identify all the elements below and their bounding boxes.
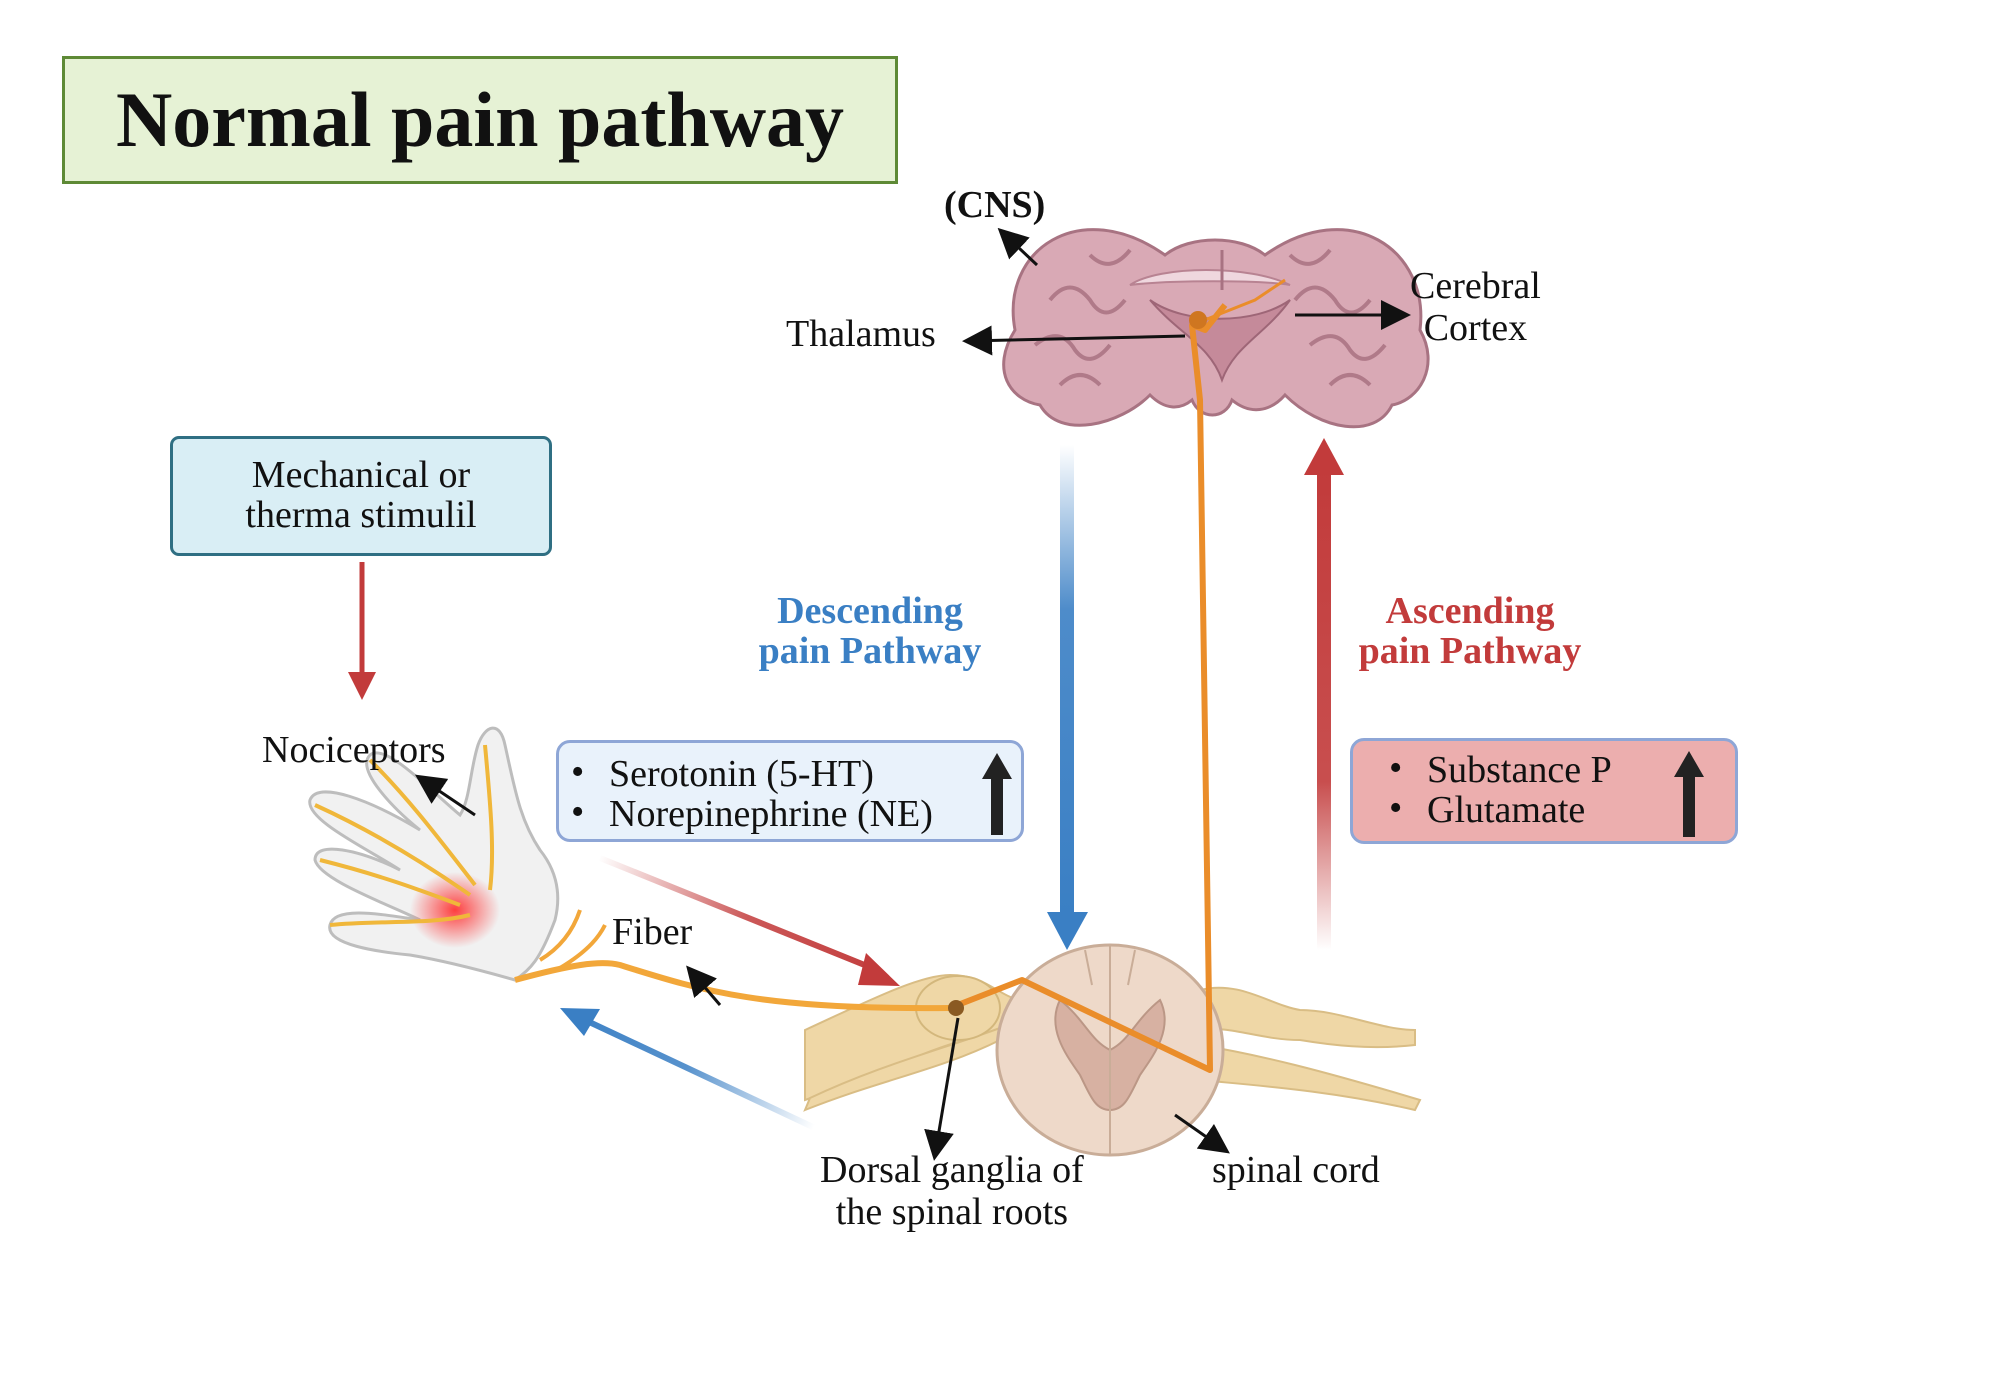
- descending-heading: Descending pain Pathway: [740, 590, 1000, 672]
- descending-heading-line1: Descending: [777, 590, 963, 632]
- hand-illustration: [308, 726, 560, 982]
- fiber-label: Fiber: [612, 911, 693, 953]
- up-arrow-icon: [1674, 751, 1704, 837]
- stimulus-line1: Mechanical or: [251, 454, 471, 497]
- dorsal-ganglia-label: Dorsal ganglia of the spinal roots: [820, 1149, 1084, 1234]
- neurotransmitter-item: Substance P: [1383, 749, 1735, 791]
- nerve-fiber-pathway: [514, 278, 1286, 1073]
- descending-to-cord-arrow: [598, 855, 900, 986]
- neurotransmitter-item: Glutamate: [1383, 789, 1735, 831]
- pointer-arrows: [415, 227, 1411, 1161]
- descending-heading-line2: pain Pathway: [758, 629, 982, 672]
- spinal-cord-illustration: [803, 943, 1422, 1157]
- ascending-neurotransmitters-box: Substance P Glutamate: [1350, 738, 1738, 844]
- descending-neurotransmitters-box: Serotonin (5-HT) Norepinephrine (NE): [556, 740, 1024, 842]
- spinal-cord-label: spinal cord: [1212, 1149, 1380, 1191]
- dorsal-ganglia-line2: the spinal roots: [835, 1190, 1068, 1233]
- ascending-pathway-arrow: [1304, 438, 1344, 950]
- ascending-heading-line1: Ascending: [1385, 590, 1555, 632]
- dorsal-ganglia-line1: Dorsal ganglia of: [820, 1149, 1084, 1191]
- descending-pathway-arrow: [1047, 445, 1088, 950]
- nociceptors-label: Nociceptors: [262, 729, 446, 771]
- title-box: Normal pain pathway: [62, 56, 898, 184]
- neurotransmitter-item: Serotonin (5-HT): [565, 753, 1021, 795]
- up-arrow-icon: [982, 753, 1012, 835]
- efferent-to-hand-arrow: [560, 1008, 817, 1131]
- stimulus-line2: therma stimulil: [245, 494, 477, 536]
- ascending-heading: Ascending pain Pathway: [1345, 590, 1595, 672]
- cns-label: (CNS): [944, 184, 1046, 226]
- cerebral-cortex-line1: Cerebral: [1410, 265, 1541, 307]
- stimulus-arrow: [348, 562, 376, 700]
- brain-illustration: [1002, 228, 1430, 429]
- stimulus-box: Mechanical or therma stimulil: [170, 436, 552, 556]
- cerebral-cortex-label: Cerebral Cortex: [1410, 265, 1541, 350]
- cerebral-cortex-line2: Cortex: [1423, 306, 1528, 349]
- thalamus-label: Thalamus: [786, 313, 936, 355]
- page-title: Normal pain pathway: [115, 76, 845, 163]
- neurotransmitter-item: Norepinephrine (NE): [565, 793, 1021, 835]
- ascending-heading-line2: pain Pathway: [1358, 629, 1582, 672]
